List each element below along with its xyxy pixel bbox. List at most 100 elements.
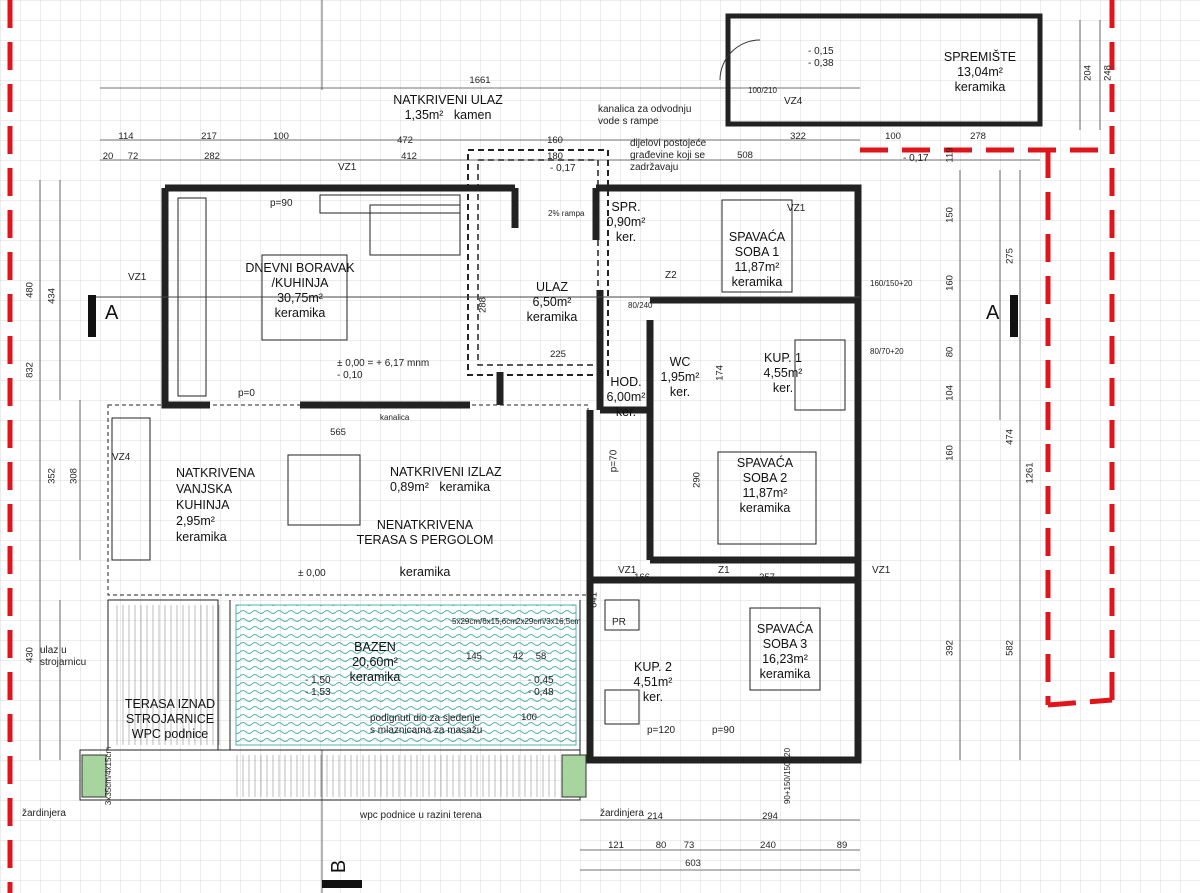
- dim: 357: [759, 572, 775, 583]
- level-ulaz: - 0,17: [550, 163, 576, 174]
- opening-label: 80/70+20: [870, 347, 904, 356]
- note-rampa: 2% rampa: [548, 209, 585, 218]
- dim: 20: [102, 151, 114, 162]
- level-terasa: ± 0,00: [298, 568, 326, 579]
- level-bazen-deep: - 1,50- 1,53: [305, 675, 331, 698]
- dim: 290: [691, 472, 703, 488]
- dim: 180: [547, 151, 563, 162]
- opening-label: p=120: [647, 725, 676, 736]
- dim: 145: [466, 651, 482, 662]
- opening-label: 2x29cm/3x16,5cm: [516, 617, 581, 626]
- dim: 160: [547, 135, 563, 146]
- level-main: ± 0,00 = + 6,17 mnm- 0,10: [337, 358, 430, 381]
- wpc-deck: [112, 605, 220, 745]
- dim: 1661: [469, 75, 491, 86]
- dim: 42: [512, 651, 524, 662]
- dim: 166: [634, 572, 650, 583]
- dim: 204: [1082, 65, 1094, 81]
- dim: 508: [737, 150, 753, 161]
- dim: 582: [1004, 640, 1016, 656]
- opening-label: p=90: [270, 198, 293, 209]
- note-kanalica-small: kanalica: [380, 413, 410, 422]
- wall-vz1-top: VZ1: [338, 162, 357, 173]
- dim: 352: [46, 468, 58, 484]
- wall-vz4: VZ4: [112, 452, 131, 463]
- dim: 100: [521, 712, 537, 723]
- wall-vz1-b: VZ1: [618, 565, 637, 576]
- dim: 1261: [1024, 462, 1036, 484]
- wpc-terrain-deck: [236, 755, 560, 797]
- storage-walls: [725, 13, 1043, 127]
- opening-label: p=70: [608, 449, 620, 473]
- dim: 89: [836, 840, 848, 851]
- section-a-left: A: [105, 302, 119, 324]
- dim: 392: [944, 640, 956, 656]
- dim: 104: [944, 385, 956, 401]
- section-b: B: [328, 859, 351, 874]
- dim: 288: [477, 297, 489, 313]
- dim: 278: [970, 131, 986, 142]
- note-wpc: wpc podnice u razini terena: [360, 810, 482, 821]
- dim: 641: [588, 592, 600, 608]
- dim: 160: [944, 275, 956, 291]
- note-zardinjera-right: žardinjera: [600, 808, 644, 819]
- planter-right: [561, 754, 587, 798]
- house-walls: [161, 184, 862, 764]
- dim: 322: [790, 131, 806, 142]
- dim: 294: [762, 811, 778, 822]
- dim: 412: [401, 151, 417, 162]
- dim: 832: [24, 362, 36, 378]
- dim: 480: [24, 282, 36, 298]
- dim: 240: [760, 840, 776, 851]
- dim: 72: [127, 151, 139, 162]
- pr-label: PR: [612, 617, 626, 628]
- wall-vz1-s1: VZ1: [787, 203, 806, 214]
- dim: 474: [1004, 429, 1016, 445]
- level-right: - 0,17: [903, 153, 929, 164]
- dim: 434: [46, 288, 58, 304]
- dim: 430: [24, 647, 36, 663]
- note-zardinjera-left: žardinjera: [22, 808, 66, 819]
- dim: 174: [714, 365, 726, 381]
- plot-boundary: [7, 0, 1115, 893]
- dim: 603: [685, 858, 701, 869]
- dim: 100: [885, 131, 901, 142]
- opening-label: 100/210: [748, 86, 777, 95]
- section-a-right: A: [986, 302, 1000, 324]
- dim: 73: [683, 840, 695, 851]
- dim: 80: [944, 346, 956, 358]
- dim: 565: [330, 427, 346, 438]
- level-bazen-shallow: - 0,45- 0,48: [528, 675, 554, 698]
- opening-label: 160/150+20: [870, 279, 913, 288]
- opening-label: p=0: [238, 388, 255, 399]
- dim: 58: [535, 651, 547, 662]
- dim: 160: [944, 445, 956, 461]
- dim: 214: [647, 811, 663, 822]
- opening-label: 90+150/150+20: [783, 747, 793, 805]
- opening-label: 80/240: [628, 301, 653, 310]
- wall-z1: Z1: [718, 565, 730, 576]
- dim: 121: [608, 840, 624, 851]
- dim: 150: [944, 207, 956, 223]
- dim: 217: [201, 131, 217, 142]
- dim: 114: [118, 131, 134, 142]
